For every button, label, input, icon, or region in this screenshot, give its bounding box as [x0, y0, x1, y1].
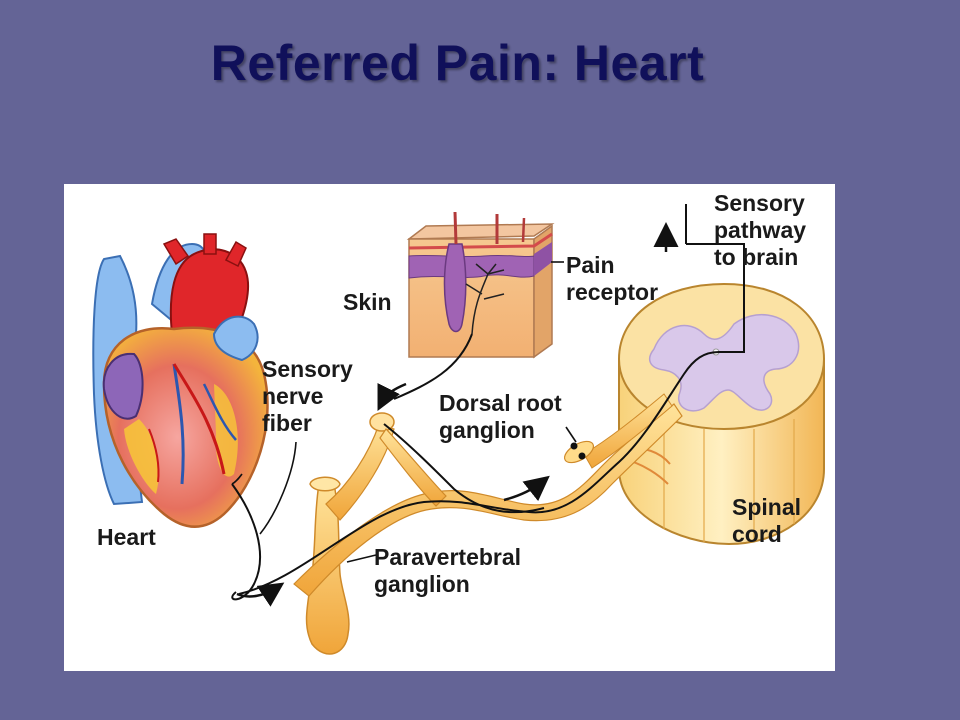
- dorsal-root-ganglion-label-line-1: Dorsal root: [439, 390, 562, 416]
- sensory-nerve-fiber-label-line-2: nerve: [262, 383, 324, 409]
- slide-title: Referred Pain: Heart: [210, 35, 705, 91]
- paravertebral-ganglion-label-line-1: Paravertebral: [374, 544, 522, 570]
- heart-illustration: [92, 233, 269, 528]
- diagram-illustration: [92, 204, 826, 655]
- arrow-trunk: [503, 475, 550, 502]
- sensory-nerve-fiber-label: Sensory nerve fiber: [262, 356, 353, 437]
- pain-receptor-label-line-2: receptor: [566, 279, 659, 305]
- sensory-pathway-label: Sensory pathway to brain: [714, 190, 806, 271]
- leader-lines: [231, 261, 577, 563]
- spinal-cord-label-line-1: Spinal: [732, 494, 802, 520]
- skin-label: Skin: [343, 289, 392, 315]
- referred-pain-diagram: Heart Skin Pain receptor Sensory nerve f…: [64, 184, 835, 671]
- sensory-nerve-fiber-label-line-1: Sensory: [262, 356, 353, 382]
- paravertebral-ganglion-leader: [346, 554, 377, 563]
- sensory-pathways: [231, 204, 745, 601]
- spinal-cord-label: Spinal cord: [732, 494, 801, 548]
- arrow-skin-fiber: [377, 382, 407, 411]
- dorsal-root-ganglion-dot-1: [570, 442, 578, 450]
- heart-label: Heart: [97, 524, 156, 550]
- sensory-pathway-label-line-1: Sensory: [714, 190, 805, 216]
- pain-receptor-label-line-1: Pain: [566, 252, 615, 278]
- sensory-pathway-label-line-3: to brain: [714, 244, 799, 270]
- sensory-nerve-fiber-leader: [259, 441, 297, 535]
- pain-receptor-label: Pain receptor: [566, 252, 658, 306]
- signal-arrows: [236, 222, 679, 607]
- paravertebral-ganglion-label: Paravertebral ganglion: [374, 544, 521, 598]
- dorsal-root-ganglion-dot-2: [578, 452, 586, 460]
- sensory-nerve-fiber-label-line-3: fiber: [262, 410, 312, 436]
- heart-leader: [231, 473, 243, 485]
- dorsal-root-ganglion-leader: [565, 426, 577, 443]
- spinal-cord-label-line-2: cord: [732, 521, 782, 547]
- sensory-pathway-label-line-2: pathway: [714, 217, 807, 243]
- paravertebral-ganglion-label-line-2: ganglion: [374, 571, 470, 597]
- dorsal-root-ganglion-label: Dorsal root ganglion: [439, 390, 562, 444]
- arrow-heart-fiber: [236, 582, 285, 607]
- skin-block-illustration: [406, 211, 555, 359]
- dorsal-root-ganglion-label-line-2: ganglion: [439, 417, 535, 443]
